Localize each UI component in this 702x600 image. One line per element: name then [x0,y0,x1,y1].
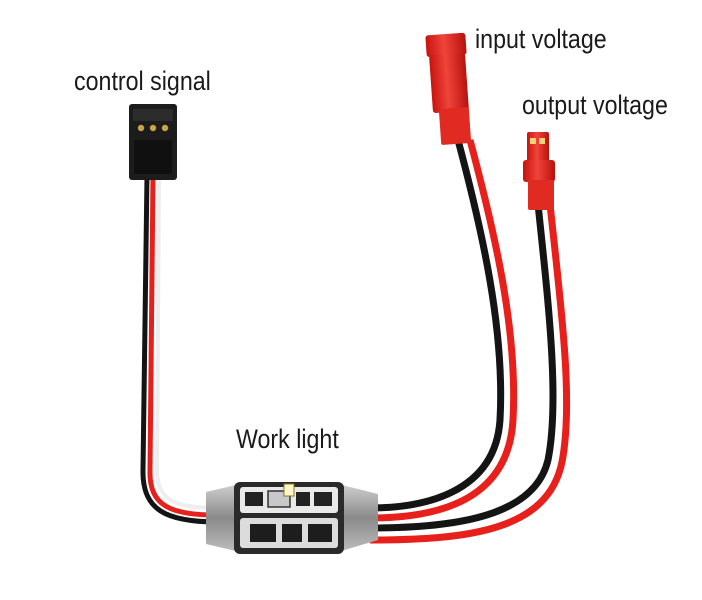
output-voltage-wires [369,203,571,544]
output-voltage-label: output voltage [522,90,668,120]
control-signal-label: control signal [74,66,211,96]
work-light-led [283,483,295,497]
servo-connector [129,104,177,180]
input-voltage-label: input voltage [475,24,607,54]
input-voltage-wires [369,139,518,522]
switch-module [206,482,378,554]
output-jst-connector [523,132,555,210]
input-jst-connector [425,32,472,145]
work-light-label: Work light [236,424,339,454]
control-signal-wires [140,175,219,525]
